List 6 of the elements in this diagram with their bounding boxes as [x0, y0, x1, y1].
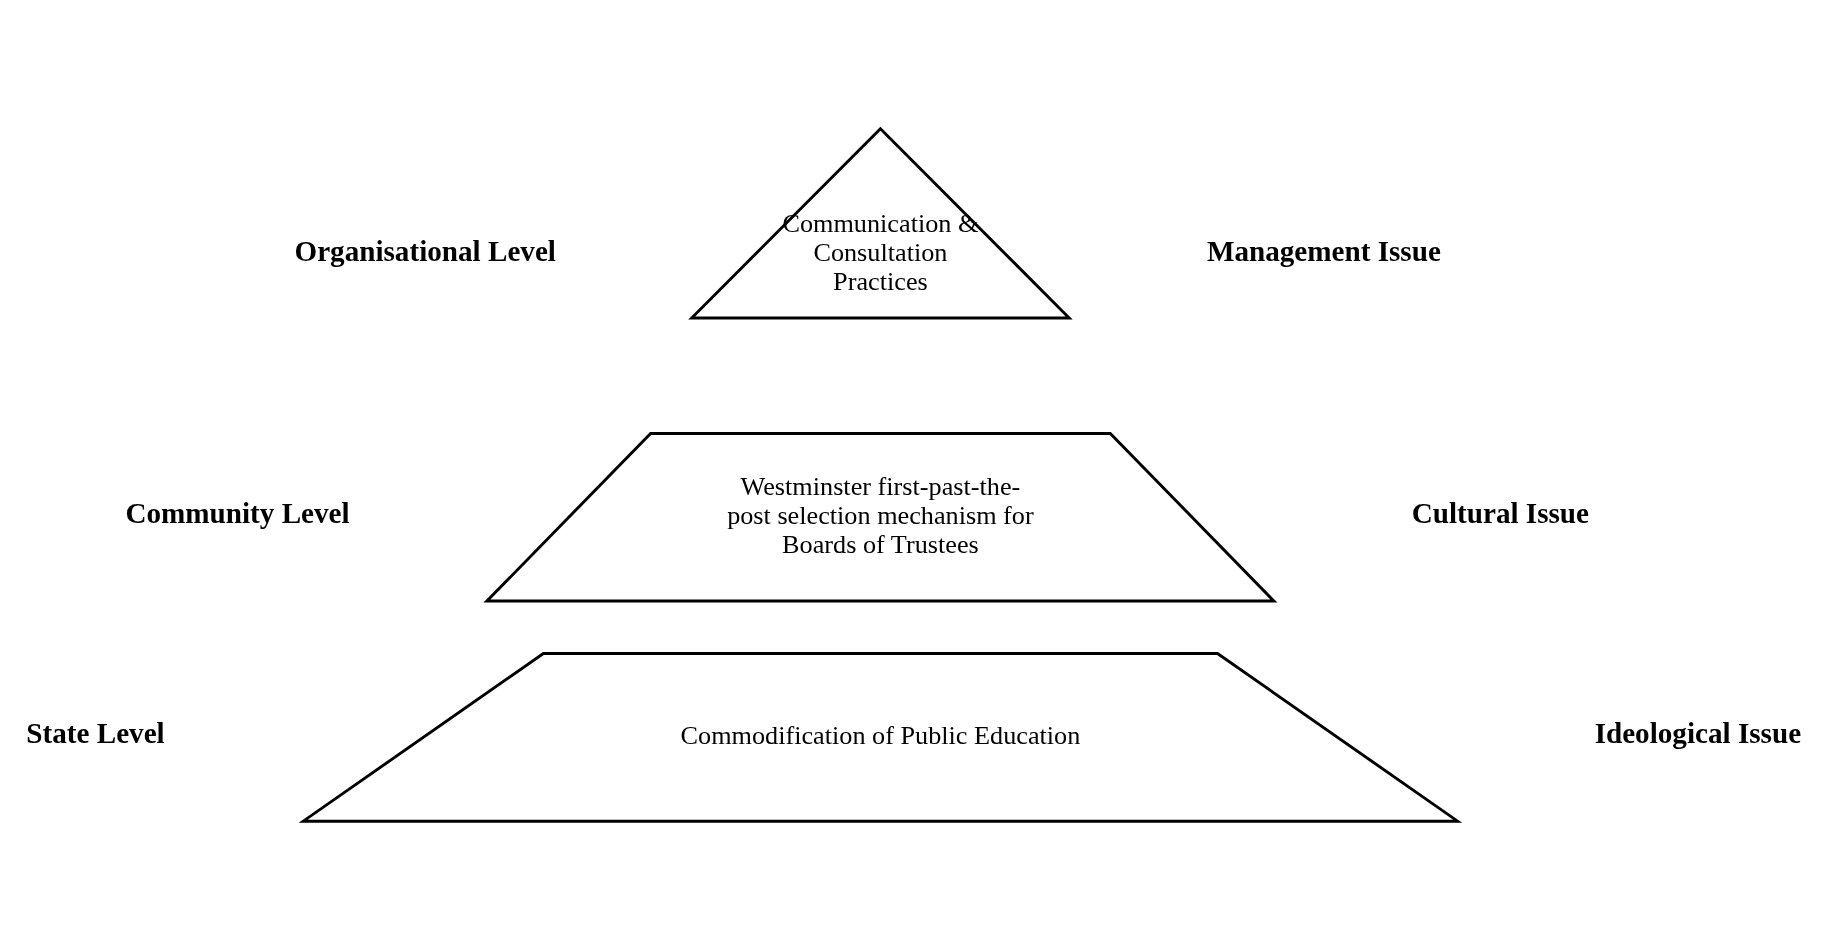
label: Cultural Issue [1411, 496, 1590, 529]
label: Ideological Issue [1594, 716, 1802, 749]
label: Management Issue [1206, 234, 1441, 267]
label: Community Level [125, 496, 350, 529]
label: Organisational Level [294, 234, 556, 267]
label: State Level [26, 716, 165, 749]
